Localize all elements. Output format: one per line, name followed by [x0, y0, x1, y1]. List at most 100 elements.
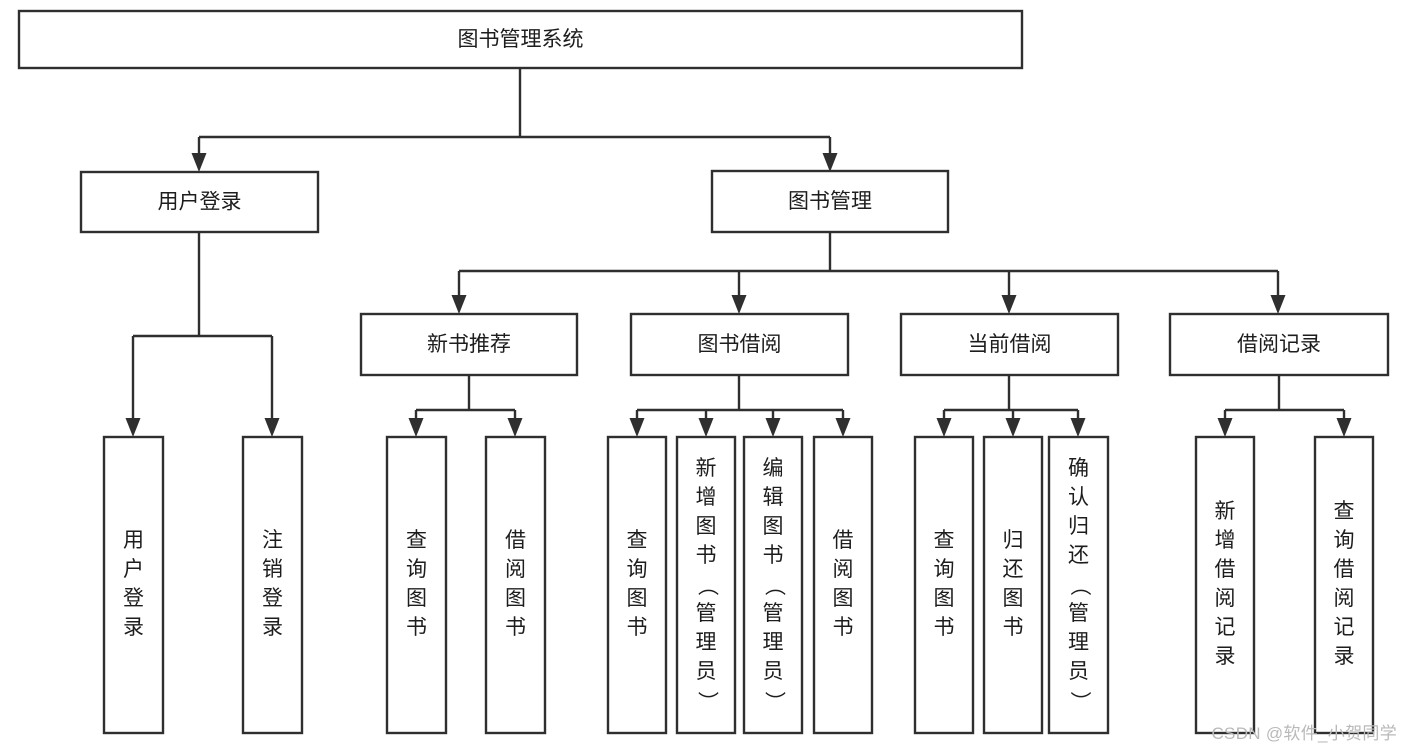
node-leaf-借阅记录-查询借阅记录-char: 询 — [1334, 529, 1355, 552]
node-leaf-借阅记录-查询借阅记录-char: 录 — [1334, 645, 1355, 668]
node-level2-图书管理-box[interactable] — [710, 169, 950, 234]
node-leaf-图书借阅-借阅图书-box[interactable] — [812, 435, 874, 735]
node-leaf-图书借阅-借阅图书-char: 图 — [833, 587, 854, 610]
node-level3-图书借阅-label: 图书借阅 — [698, 333, 782, 356]
connector-level3-group-1 — [414, 375, 517, 418]
node-leaf-借阅记录-新增借阅记录-char: 阅 — [1215, 587, 1236, 610]
node-leaf-图书借阅-编辑图书-管理员-char: 图 — [763, 515, 784, 538]
node-leaf-当前借阅-确认归还-管理员-char: 员 — [1068, 660, 1089, 683]
node-leaf-用户登录-用户登录-char: 录 — [123, 616, 144, 639]
node-leaf-新书推荐-借阅图书-char: 图 — [505, 587, 526, 610]
node-leaf-图书借阅-新增图书-管理员-char: 增 — [696, 486, 717, 509]
node-level3-当前借阅-label: 当前借阅 — [968, 333, 1052, 356]
node-leaf-当前借阅-归还图书-char: 书 — [1003, 616, 1024, 639]
node-leaf-新书推荐-查询图书-box[interactable] — [385, 435, 448, 735]
node-leaf-图书借阅-编辑图书-管理员-char: （ — [762, 575, 785, 596]
node-leaf-当前借阅-确认归还-管理员-char: 确 — [1068, 457, 1089, 480]
node-leaf-图书借阅-查询图书-box[interactable] — [606, 435, 668, 735]
connector-level3-group-4 — [1223, 375, 1346, 418]
node-leaf-借阅记录-查询借阅记录-char: 记 — [1334, 616, 1355, 639]
node-leaf-图书借阅-查询图书-char: 询 — [627, 558, 648, 581]
node-leaf-图书借阅-编辑图书-管理员-box[interactable] — [742, 435, 804, 735]
node-leaf-借阅记录-新增借阅记录-box[interactable] — [1194, 435, 1256, 735]
node-leaf-新书推荐-借阅图书-char: 借 — [505, 529, 526, 552]
node-level3-图书借阅[interactable]: 图书借阅 — [629, 312, 850, 377]
arrow-head — [191, 153, 207, 172]
arrow-head — [1336, 418, 1352, 437]
connector-book-manage-to-level3 — [457, 232, 1280, 295]
node-leaf-图书借阅-编辑图书-管理员-char: ） — [762, 691, 785, 712]
node-leaf-新书推荐-查询图书-char: 询 — [406, 558, 427, 581]
node-level3-借阅记录-box[interactable] — [1168, 312, 1390, 377]
node-leaf-用户登录-用户登录[interactable]: 用户登录 — [102, 435, 165, 735]
node-leaf-图书借阅-新增图书-管理员-char: （ — [695, 575, 718, 596]
node-level2-图书管理[interactable]: 图书管理 — [710, 169, 950, 234]
node-level3-图书借阅-box[interactable] — [629, 312, 850, 377]
node-level3-当前借阅[interactable]: 当前借阅 — [899, 312, 1120, 377]
node-leaf-当前借阅-确认归还-管理员-box[interactable] — [1047, 435, 1110, 735]
arrow-head — [1070, 418, 1086, 437]
node-leaf-新书推荐-借阅图书-char: 阅 — [505, 558, 526, 581]
node-leaf-当前借阅-归还图书-char: 归 — [1003, 529, 1024, 552]
node-level3-新书推荐[interactable]: 新书推荐 — [359, 312, 579, 377]
node-leaf-图书借阅-查询图书-char: 图 — [627, 587, 648, 610]
node-leaf-图书借阅-编辑图书-管理员-char: 管 — [763, 602, 784, 625]
node-level3-借阅记录-label: 借阅记录 — [1237, 333, 1321, 356]
node-leaf-图书借阅-查询图书-char: 查 — [627, 529, 648, 552]
node-level3-借阅记录[interactable]: 借阅记录 — [1168, 312, 1390, 377]
node-leaf-当前借阅-归还图书-char: 图 — [1003, 587, 1024, 610]
node-leaf-当前借阅-确认归还-管理员-char: 归 — [1068, 515, 1089, 538]
node-leaf-图书借阅-编辑图书-管理员-char: 编 — [763, 457, 784, 480]
node-level2-用户登录-label: 用户登录 — [158, 191, 242, 214]
node-level3-当前借阅-box[interactable] — [899, 312, 1120, 377]
node-leaf-图书借阅-编辑图书-管理员-char: 理 — [763, 631, 784, 654]
node-leaf-新书推荐-查询图书-char: 图 — [406, 587, 427, 610]
node-leaf-当前借阅-查询图书-box[interactable] — [913, 435, 975, 735]
node-leaf-图书借阅-编辑图书-管理员-char: 书 — [763, 544, 784, 567]
node-leaf-图书借阅-新增图书-管理员-char: ） — [695, 691, 718, 712]
node-leaf-借阅记录-查询借阅记录-box[interactable] — [1313, 435, 1375, 735]
node-leaf-借阅记录-新增借阅记录-char: 录 — [1215, 645, 1236, 668]
node-leaf-用户登录-用户登录-char: 登 — [123, 587, 144, 610]
connector-layer — [125, 68, 1352, 437]
connector-level3-group-3 — [942, 375, 1080, 418]
arrow-head — [629, 418, 645, 437]
node-leaf-当前借阅-确认归还-管理员-char: 还 — [1068, 544, 1089, 567]
node-level2-用户登录-box[interactable] — [79, 170, 320, 234]
node-leaf-当前借阅-确认归还-管理员-char: ） — [1068, 691, 1091, 712]
node-leaf-借阅记录-新增借阅记录-char: 增 — [1215, 529, 1236, 552]
node-root-图书管理系统-label: 图书管理系统 — [458, 28, 584, 51]
node-root-图书管理系统[interactable]: 图书管理系统 — [17, 9, 1024, 70]
node-leaf-新书推荐-借阅图书-box[interactable] — [484, 435, 547, 735]
node-level3-新书推荐-label: 新书推荐 — [427, 333, 511, 356]
node-leaf-图书借阅-新增图书-管理员-box[interactable] — [675, 435, 737, 735]
node-leaf-图书借阅-编辑图书-管理员-char: 辑 — [763, 486, 784, 509]
node-leaf-用户登录-注销登录-box[interactable] — [241, 435, 304, 735]
node-leaf-借阅记录-查询借阅记录-char: 借 — [1334, 558, 1355, 581]
arrow-head — [698, 418, 714, 437]
node-leaf-用户登录-用户登录-box[interactable] — [102, 435, 165, 735]
node-leaf-借阅记录-查询借阅记录-char: 查 — [1334, 500, 1355, 523]
arrow-head — [264, 418, 280, 437]
node-leaf-当前借阅-确认归还-管理员-char: 管 — [1068, 602, 1089, 625]
node-leaf-当前借阅-归还图书-box[interactable] — [982, 435, 1044, 735]
node-leaf-图书借阅-新增图书-管理员-char: 图 — [696, 515, 717, 538]
node-level3-新书推荐-box[interactable] — [359, 312, 579, 377]
node-level2-用户登录[interactable]: 用户登录 — [79, 170, 320, 234]
node-root-图书管理系统-box[interactable] — [17, 9, 1024, 70]
arrow-head — [1001, 295, 1017, 314]
arrow-head — [765, 418, 781, 437]
